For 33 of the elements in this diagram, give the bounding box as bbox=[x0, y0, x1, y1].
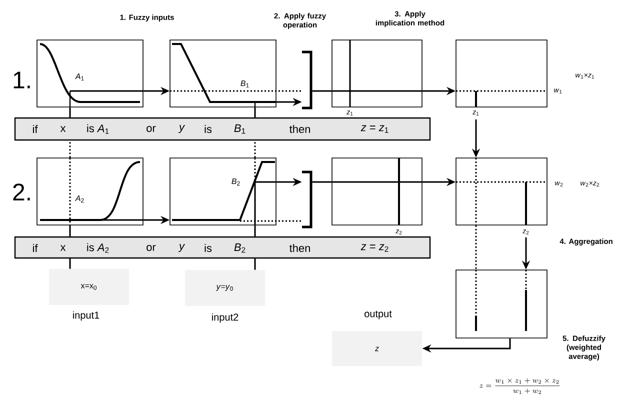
node-label: input1 bbox=[73, 311, 100, 321]
connector-line bbox=[69, 140, 71, 158]
row-number: 2. bbox=[13, 184, 30, 200]
bracket-symbol bbox=[302, 50, 312, 110]
aggregation-box bbox=[456, 270, 548, 338]
connector-line bbox=[475, 225, 477, 270]
connector-line bbox=[69, 225, 71, 236]
plot-box: A$_{1}$ bbox=[36, 40, 144, 108]
connector-line bbox=[254, 258, 256, 270]
plot-box: A$_{2}$ bbox=[36, 158, 144, 226]
value-box: x=x$_{0}$ bbox=[49, 269, 129, 305]
value-box: z bbox=[332, 331, 422, 366]
formula: $z = \frac{w_1\times z_1 + w_2\times z_2}{w_1 + w_2}$ bbox=[480, 378, 560, 394]
row-number: 1. bbox=[14, 72, 30, 88]
node-label: input2 bbox=[212, 313, 238, 323]
connector-line bbox=[254, 107, 256, 118]
connector-line bbox=[69, 258, 71, 269]
connector-line bbox=[254, 225, 256, 236]
plot-box bbox=[332, 158, 422, 226]
node-label: output bbox=[364, 310, 392, 320]
bracket-symbol bbox=[302, 170, 312, 228]
plot-box bbox=[456, 40, 548, 108]
plot-box bbox=[456, 158, 548, 226]
connector-line bbox=[312, 181, 332, 183]
connector-line bbox=[312, 90, 332, 92]
plot-box bbox=[332, 40, 422, 108]
value-box: y=y$_{0}$ bbox=[185, 270, 265, 306]
connector-line bbox=[254, 140, 256, 158]
connector-line bbox=[69, 107, 71, 118]
rule-bar: if x is A$_{2}$ or y is B$_{2}$ then z = z$_{2}$ bbox=[14, 236, 431, 259]
plot-box: B$_{2}$ bbox=[170, 158, 302, 226]
plot-box: B$_{1}$ bbox=[170, 40, 302, 108]
rule-bar: if x is A$_{1}$ or y is B$_{1}$ then z = z$_{1}$ bbox=[14, 117, 431, 141]
